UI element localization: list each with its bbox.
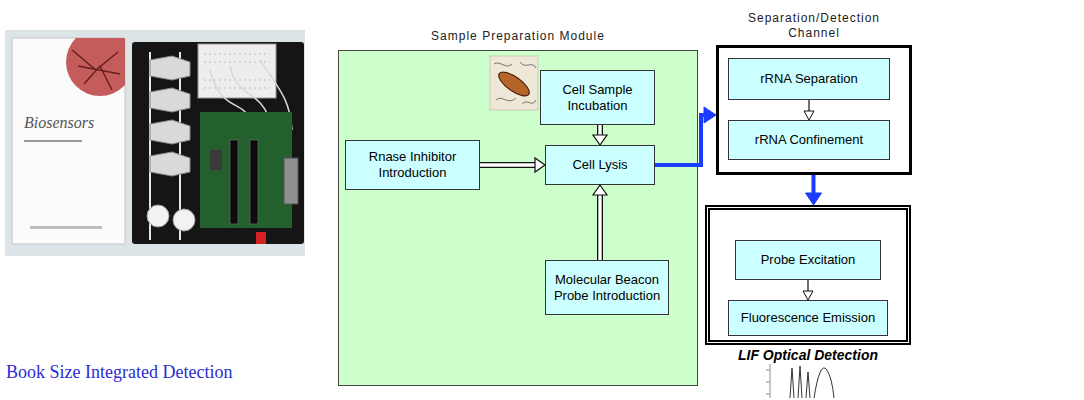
spectrum-peaks [790,366,810,398]
arrow-shaft [597,195,603,261]
book-subtitle-line [24,140,82,142]
process-box: Rnase Inhibitor Introduction [345,140,480,190]
circuit-board [200,112,292,228]
box-label: rRNA Confinement [755,132,863,148]
arrow-shaft [808,100,809,112]
arrow-head [804,111,814,120]
process-box: Fluorescence Emission [728,300,888,336]
process-box: Molecular Beacon Probe Introduction [545,260,669,315]
book-graphic [66,38,125,96]
arrow-head [593,135,607,145]
arrow-shaft [655,115,705,165]
indicator-led [256,232,266,244]
illustration-paper [490,56,538,110]
wires [210,60,292,130]
chip-socket [250,140,258,224]
arrow-head [806,193,822,205]
device-photo [5,28,305,256]
box-label: Rnase Inhibitor Introduction [351,149,474,180]
arrow-shaft-core [480,163,536,166]
spectrum-axis [766,364,770,398]
breadboard-holes [204,54,270,88]
arrow-shaft-core [598,125,601,136]
reservoir [173,209,195,231]
connector-arrow [593,185,607,260]
arrow-head [704,107,716,123]
spectrum-icon [766,364,834,398]
module-region: Cell Sample IncubationRnase Inhibitor In… [338,50,698,386]
connector-arrow [806,175,822,205]
process-box: Cell Sample Incubation [540,70,655,125]
region-title: Separation/Detection Channel [727,11,902,42]
book-cover [12,38,125,244]
chip [210,150,222,170]
box-label: Cell Lysis [572,157,627,173]
connector-arrow [803,280,813,300]
detection-box: Probe ExcitationFluorescence EmissionLIF… [705,205,911,345]
process-box: rRNA Separation [728,58,890,100]
connector-arrow [804,100,814,120]
connector-arrow [593,125,607,145]
cover-pattern [72,50,120,90]
cover-title: Biosensors [24,114,94,132]
arrow-shaft [807,280,808,292]
photo-caption: Book Size Integrated Detection [6,362,232,383]
arrow-shaft-core [598,195,601,261]
process-box: rRNA Confinement [728,120,890,160]
photo-ground [5,30,305,256]
arrow-head [593,185,607,195]
arrow-head [535,158,545,172]
valve [150,88,190,112]
process-box: Probe Excitation [735,240,881,280]
device-base [132,42,304,244]
valve [150,152,190,176]
arrow-head [803,291,813,300]
spectrum-band [814,368,834,398]
bacterium-illustration [490,56,538,110]
tubing [150,52,180,240]
cover-disc [66,38,125,96]
chip-socket [230,140,238,224]
valve [150,56,190,80]
flagella [494,62,536,104]
connector-arrow [480,158,545,172]
box-label: Molecular Beacon Probe Introduction [551,272,663,303]
reservoir [147,205,169,227]
box-label: rRNA Separation [760,71,858,87]
d-sub-connector [284,158,298,204]
process-box: Cell Lysis [545,145,655,185]
box-label: Cell Sample Incubation [546,82,649,113]
breadboard [198,44,276,98]
bacterium-cell [495,68,533,100]
channel-box: rRNA SeparationrRNA ConfinementSeparatio… [716,45,912,175]
region-title: LIF Optical Detection [710,346,906,364]
valve [150,120,190,144]
region-title: Sample Preparation Module [339,29,697,45]
arrow-shaft [812,175,816,194]
arrow-shaft [597,125,603,136]
connector-arrow [655,107,716,165]
box-label: Probe Excitation [761,252,856,268]
book-publisher-line [30,226,102,229]
arrow-shaft [480,162,536,168]
box-label: Fluorescence Emission [741,310,875,326]
